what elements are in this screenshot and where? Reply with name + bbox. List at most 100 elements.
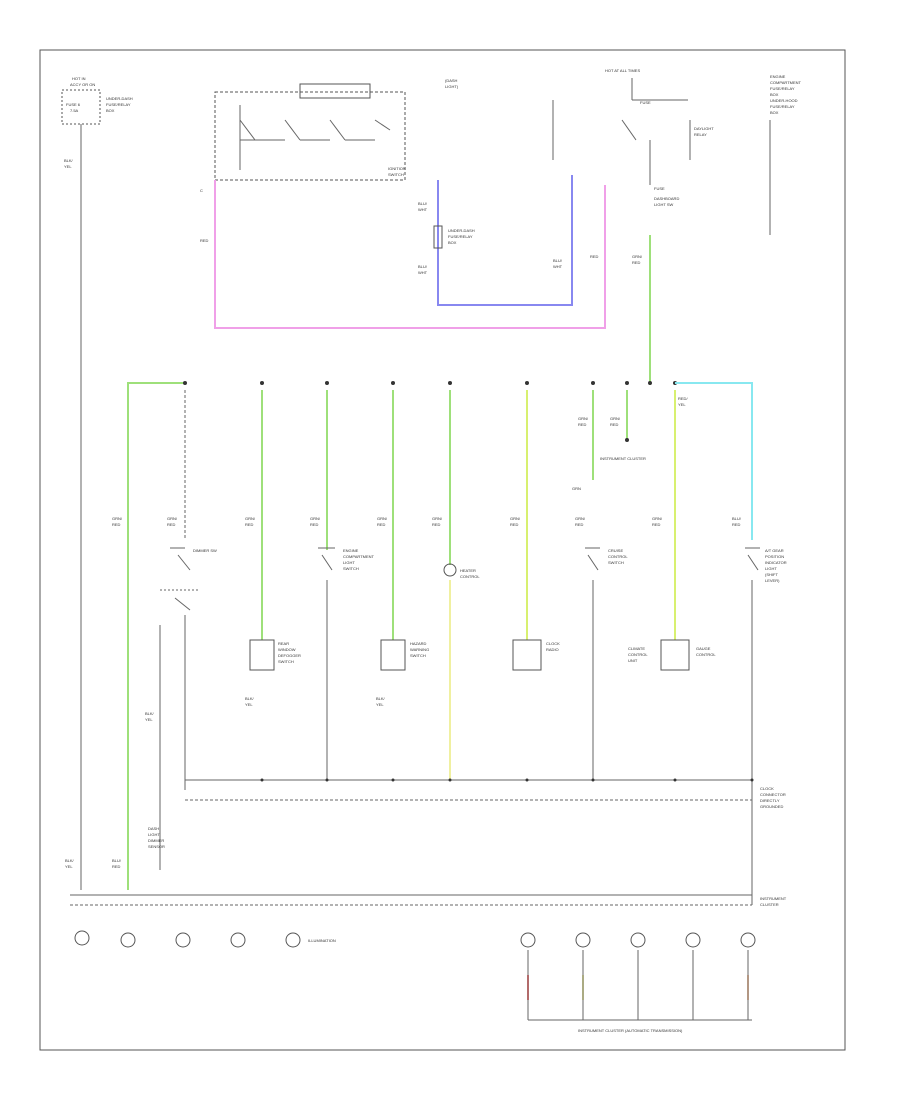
svg-text:SWITCH: SWITCH xyxy=(410,653,426,658)
svg-text:COMPARTMENT: COMPARTMENT xyxy=(343,554,375,559)
svg-text:GRN/: GRN/ xyxy=(575,516,586,521)
svg-text:FUSE/RELAY: FUSE/RELAY xyxy=(448,234,473,239)
svg-text:GRN/: GRN/ xyxy=(632,254,643,259)
ground-bus: CLOCK CONNECTOR DIRECTLY GROUNDED xyxy=(185,778,786,809)
svg-text:BLK/: BLK/ xyxy=(65,858,75,863)
svg-text:YEL: YEL xyxy=(376,702,384,707)
svg-text:BLU/: BLU/ xyxy=(112,858,122,863)
svg-text:LIGHT): LIGHT) xyxy=(445,84,459,89)
svg-text:GRN/: GRN/ xyxy=(432,516,443,521)
svg-text:BOX: BOX xyxy=(770,92,779,97)
svg-text:RED: RED xyxy=(245,522,254,527)
bottom-group-label: INSTRUMENT CLUSTER (AUTOMATIC TRANSMISSI… xyxy=(578,1028,683,1033)
svg-text:YEL: YEL xyxy=(678,402,686,407)
svg-text:SWITCH: SWITCH xyxy=(343,566,359,571)
svg-text:CONTROL: CONTROL xyxy=(628,652,648,657)
svg-text:BLU/: BLU/ xyxy=(732,516,742,521)
svg-text:DASH: DASH xyxy=(148,826,159,831)
svg-text:YEL: YEL xyxy=(65,864,73,869)
svg-text:FUSE: FUSE xyxy=(654,186,665,191)
svg-text:CONTROL: CONTROL xyxy=(608,554,628,559)
svg-text:REAR: REAR xyxy=(278,641,289,646)
svg-text:INSTRUMENT CLUSTER: INSTRUMENT CLUSTER xyxy=(600,456,646,461)
svg-text:DEFOGGER: DEFOGGER xyxy=(278,653,301,658)
svg-text:GAUGE: GAUGE xyxy=(696,646,711,651)
svg-text:YEL: YEL xyxy=(145,717,153,722)
svg-text:GRN/: GRN/ xyxy=(510,516,521,521)
svg-text:GRN/: GRN/ xyxy=(245,516,256,521)
svg-text:(DASH: (DASH xyxy=(445,78,458,83)
svg-text:BLU/: BLU/ xyxy=(418,264,428,269)
svg-text:RED: RED xyxy=(167,522,176,527)
svg-text:LIGHT: LIGHT xyxy=(765,566,777,571)
svg-text:GRN/: GRN/ xyxy=(578,416,589,421)
svg-text:HEATER: HEATER xyxy=(460,568,476,573)
svg-text:RED: RED xyxy=(112,864,121,869)
svg-text:GRN/: GRN/ xyxy=(310,516,321,521)
svg-text:BLK/: BLK/ xyxy=(245,696,255,701)
svg-text:GRN/: GRN/ xyxy=(112,516,123,521)
svg-text:WARNING: WARNING xyxy=(410,647,429,652)
svg-text:RED: RED xyxy=(590,254,599,259)
svg-text:RED: RED xyxy=(632,260,641,265)
instrument-cluster-bottom: INSTRUMENT CLUSTER BLK/YEL BLU/RED ILLUM… xyxy=(65,858,787,1033)
component-row: DIMMER SW BLK/YEL DASH LIGHT DIMMER SENS… xyxy=(145,547,787,905)
branch-wires: RED/ YEL GRN/ RED GRN/ RED INSTRUMENT CL… xyxy=(184,390,688,640)
relay-block-right: HOT AT ALL TIMES FUSE DAYLIGHT RELAY ENG… xyxy=(590,68,802,385)
svg-text:RED: RED xyxy=(578,422,587,427)
svg-text:A/T GEAR: A/T GEAR xyxy=(765,548,784,553)
svg-text:BLK/: BLK/ xyxy=(64,158,74,163)
svg-text:CLUSTER: CLUSTER xyxy=(760,902,779,907)
svg-text:CONTROL: CONTROL xyxy=(460,574,480,579)
svg-text:LIGHT SW: LIGHT SW xyxy=(654,202,673,207)
svg-text:GRN: GRN xyxy=(572,486,581,491)
svg-text:SENSOR: SENSOR xyxy=(148,844,165,849)
svg-text:CONTROL: CONTROL xyxy=(696,652,716,657)
svg-text:DASHBOARD: DASHBOARD xyxy=(654,196,679,201)
ignition-switch-block: IGNITION SWITCH (DASH LIGHT) C RED BLU/ … xyxy=(200,78,606,329)
svg-text:HOT IN: HOT IN xyxy=(72,76,86,81)
svg-text:SWITCH: SWITCH xyxy=(608,560,624,565)
svg-text:LEVER): LEVER) xyxy=(765,578,780,583)
svg-text:BOX: BOX xyxy=(106,108,115,113)
svg-text:BOX: BOX xyxy=(770,110,779,115)
svg-text:CLOCK: CLOCK xyxy=(546,641,560,646)
svg-text:RED: RED xyxy=(652,522,661,527)
svg-text:RED: RED xyxy=(610,422,619,427)
svg-text:BLU/: BLU/ xyxy=(418,201,428,206)
hot-at-all-times-label: HOT AT ALL TIMES xyxy=(605,68,640,73)
illumination-label: ILLUMINATION xyxy=(308,938,336,943)
svg-text:POSITION: POSITION xyxy=(765,554,784,559)
svg-text:ENGINE: ENGINE xyxy=(770,74,786,79)
svg-text:WINDOW: WINDOW xyxy=(278,647,296,652)
svg-text:RED: RED xyxy=(575,522,584,527)
svg-text:WHT: WHT xyxy=(418,270,428,275)
svg-text:UNDER-DASH: UNDER-DASH xyxy=(106,96,133,101)
svg-text:LIGHT: LIGHT xyxy=(148,832,160,837)
svg-text:GRN/: GRN/ xyxy=(610,416,621,421)
svg-text:FUSE/RELAY: FUSE/RELAY xyxy=(770,104,795,109)
svg-text:RED: RED xyxy=(310,522,319,527)
svg-text:C: C xyxy=(200,188,203,193)
svg-text:CRUISE: CRUISE xyxy=(608,548,623,553)
svg-text:COMPARTMENT: COMPARTMENT xyxy=(770,80,802,85)
svg-text:FUSE/RELAY: FUSE/RELAY xyxy=(106,102,131,107)
svg-text:FUSE 6: FUSE 6 xyxy=(66,102,81,107)
svg-text:WHT: WHT xyxy=(418,207,428,212)
svg-text:WHT: WHT xyxy=(553,264,563,269)
wire-label-row: GRN/RED GRN/RED GRN/RED GRN/RED GRN/RED … xyxy=(112,516,742,527)
svg-text:IGNITION: IGNITION xyxy=(388,166,406,171)
diagram-frame xyxy=(39,49,846,1051)
svg-text:CONNECTOR: CONNECTOR xyxy=(760,792,786,797)
svg-text:HAZARD: HAZARD xyxy=(410,641,427,646)
svg-text:7.5A: 7.5A xyxy=(70,108,79,113)
svg-text:DAYLIGHT: DAYLIGHT xyxy=(694,126,714,131)
svg-text:DIRECTLY: DIRECTLY xyxy=(760,798,780,803)
svg-text:(SHIFT: (SHIFT xyxy=(765,572,778,577)
svg-text:DIMMER SW: DIMMER SW xyxy=(193,548,217,553)
svg-text:YEL: YEL xyxy=(64,164,72,169)
svg-text:GRN/: GRN/ xyxy=(167,516,178,521)
svg-text:CLOCK: CLOCK xyxy=(760,786,774,791)
svg-text:RED: RED xyxy=(200,238,209,243)
